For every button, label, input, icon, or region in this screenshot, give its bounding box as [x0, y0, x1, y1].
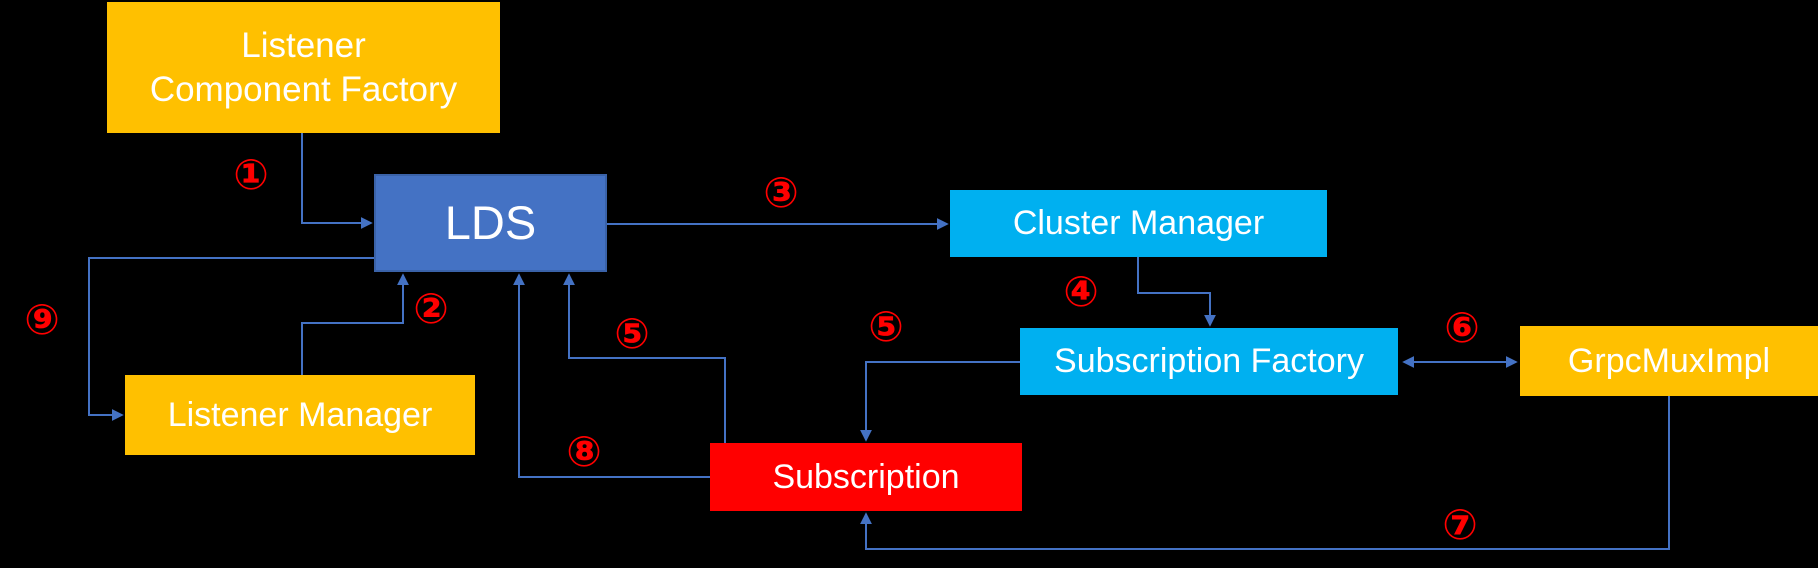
node-label: Subscription [772, 457, 960, 496]
edge-4-connector [1137, 257, 1216, 327]
edge-9-connector [88, 257, 374, 421]
edge-label-4: ④ [1063, 267, 1099, 316]
node-cluster-manager: Cluster Manager [950, 190, 1327, 257]
node-label: Subscription Factory [1054, 342, 1364, 381]
edge-label-2: ② [413, 284, 449, 333]
node-label-line: Component Factory [149, 69, 458, 109]
node-lds: LDS [374, 174, 607, 272]
node-subscription: Subscription [710, 443, 1022, 511]
edge-label-8: ⑧ [566, 427, 602, 476]
node-listener-component-factory: Listener Component Factory [107, 2, 500, 133]
node-label-line: Listener [241, 25, 366, 65]
edge-7-connector [860, 396, 1670, 550]
edge-label-5: ⑤ [614, 309, 650, 358]
edge-label-9: ⑨ [24, 295, 60, 344]
node-label: GrpcMuxImpl [1567, 341, 1771, 380]
edge-5b-connector [860, 361, 1020, 442]
edge-label-7: ⑦ [1442, 500, 1478, 549]
edge-label-6: ⑥ [1444, 303, 1480, 352]
node-label: Listener Manager [167, 395, 433, 434]
edge-2-connector [301, 273, 409, 375]
edge-8-connector [513, 273, 710, 478]
edge-5-connector [563, 273, 726, 443]
node-grpc-mux-impl: GrpcMuxImpl [1520, 326, 1818, 396]
node-subscription-factory: Subscription Factory [1020, 328, 1398, 395]
edge-1-connector [301, 133, 373, 229]
node-listener-manager: Listener Manager [125, 375, 475, 455]
node-label: Listener Component Factory [150, 24, 457, 112]
edge-label-3: ③ [763, 168, 799, 217]
node-label: Cluster Manager [1012, 204, 1265, 243]
node-label: LDS [444, 195, 537, 249]
edge-label-5b: ⑤ [868, 302, 904, 351]
edge-label-1: ① [233, 150, 269, 199]
